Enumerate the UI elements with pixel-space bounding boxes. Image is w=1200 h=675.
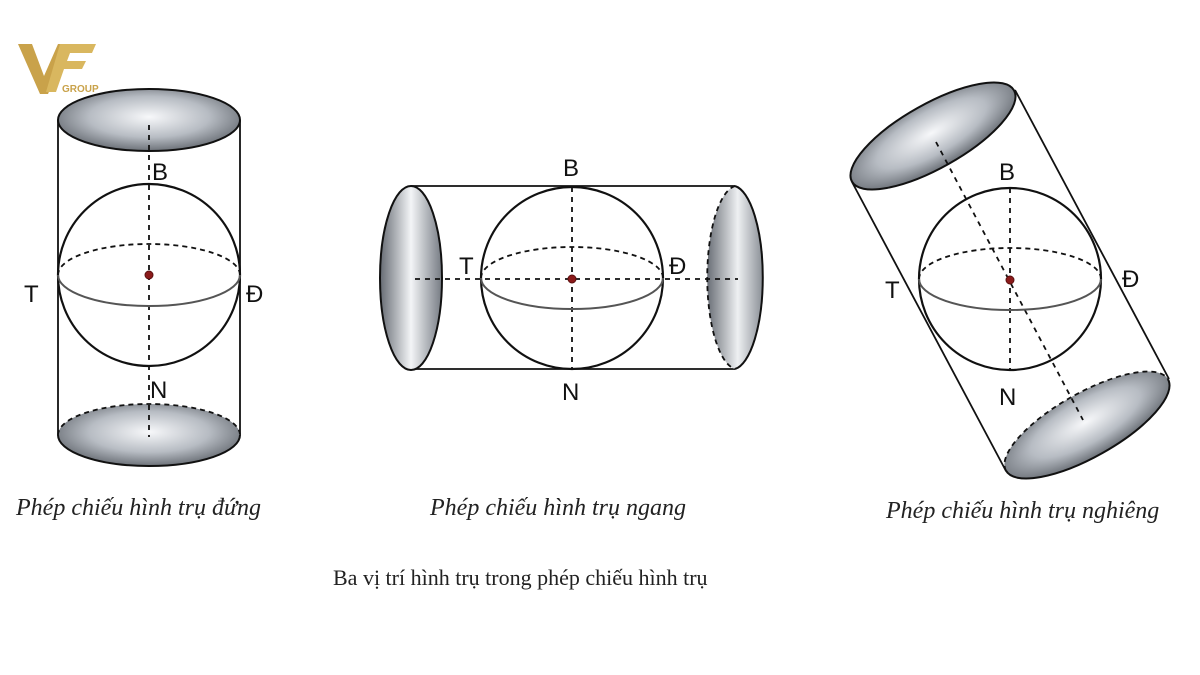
cylinder-left-cap [379,185,443,371]
label-east: Đ [246,281,263,308]
cylinder-top-cap [57,88,241,152]
equator-back [918,247,1102,280]
equator-front [57,274,241,307]
cylinder-side-lower [851,181,1007,472]
label-west: T [885,277,900,304]
label-west: T [24,281,39,308]
equator-front [480,277,664,310]
equator-back [57,243,241,276]
label-south-pole: N [562,379,579,406]
cylinder-side-upper [1014,89,1170,380]
label-north-pole: B [563,155,579,182]
bottom-cap-back-edge [1003,370,1169,472]
globe-center-dot [567,274,577,284]
label-east: Đ [1122,266,1139,293]
cylinder-top-cap [849,81,1017,191]
logo-subtext: GROUP [62,84,99,95]
label-north-pole: B [999,159,1015,186]
logo-f-mark [46,44,96,92]
caption-horizontal: Phép chiếu hình trụ ngang [429,495,686,521]
globe-center-dot [144,270,154,280]
cylinder-bottom-cap [1004,371,1170,479]
figure-title: Ba vị trí hình trụ trong phép chiếu hình… [333,565,708,590]
cylinder-right-cap [707,186,763,369]
label-north-pole: B [152,159,168,186]
label-west: T [459,253,474,280]
label-south-pole: N [999,384,1016,411]
cylinder-axis [935,141,1084,421]
label-east: Đ [669,253,686,280]
company-logo: GROUP [18,44,99,95]
bottom-cap-back-edge [57,403,241,436]
caption-vertical: Phép chiếu hình trụ đứng [15,495,261,521]
caption-oblique: Phép chiếu hình trụ nghiêng [885,498,1159,524]
figure-vertical-cylinder: B N T Đ [24,88,263,467]
figure-oblique-cylinder: B N T Đ [849,81,1171,480]
label-south-pole: N [150,377,167,404]
bottom-cap-front-edge [1005,378,1171,480]
figure-horizontal-cylinder: B N T Đ [379,155,764,406]
bottom-cap-front-edge [57,434,241,467]
right-cap-back-edge [706,185,736,370]
right-cap-front-edge [734,185,764,370]
equator-back [480,246,664,279]
equator-front [918,278,1102,311]
globe-center-dot [1005,275,1015,285]
